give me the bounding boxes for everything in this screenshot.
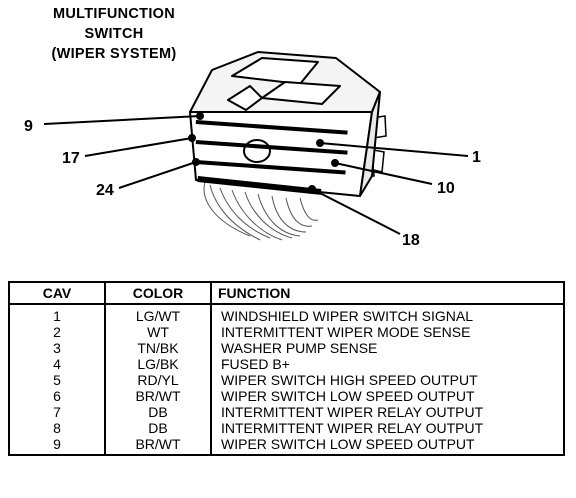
title-line-2: SWITCH [84, 26, 144, 42]
function-cell: INTERMITTENT WIPER RELAY OUTPUT [210, 404, 565, 420]
color-cell: LG/BK [104, 356, 212, 372]
wire-harness [203, 181, 319, 241]
table-row: 5 RD/YL WIPER SWITCH HIGH SPEED OUTPUT [8, 372, 565, 388]
function-cell: FUSED B+ [210, 356, 565, 372]
table-row: 9 BR/WT WIPER SWITCH LOW SPEED OUTPUT [8, 436, 565, 456]
pin-callout-18: 18 [402, 232, 420, 249]
table-row: 2 WT INTERMITTENT WIPER MODE SENSE [8, 324, 565, 340]
color-cell: WT [104, 324, 212, 340]
table-row: 1 LG/WT WINDSHIELD WIPER SWITCH SIGNAL [8, 304, 565, 324]
color-cell: DB [104, 420, 212, 436]
cav-cell: 9 [8, 436, 106, 456]
title-line-3: (WIPER SYSTEM) [51, 46, 177, 62]
column-header-cav: CAV [8, 281, 106, 305]
color-cell: DB [104, 404, 212, 420]
cavity-rows [195, 119, 348, 195]
cav-cell: 5 [8, 372, 106, 388]
table-row: 7 DB INTERMITTENT WIPER RELAY OUTPUT [8, 404, 565, 420]
cav-cell: 4 [8, 356, 106, 372]
pin-callout-10: 10 [437, 180, 455, 197]
table-row: 3 TN/BK WASHER PUMP SENSE [8, 340, 565, 356]
table-header-row: CAV COLOR FUNCTION [8, 281, 565, 305]
connector-diagram: 9 17 24 1 10 18 [24, 51, 481, 249]
pinout-table: CAV COLOR FUNCTION 1 LG/WT WINDSHIELD WI… [8, 281, 565, 456]
cav-cell: 7 [8, 404, 106, 420]
function-cell: INTERMITTENT WIPER MODE SENSE [210, 324, 565, 340]
cav-cell: 8 [8, 420, 106, 436]
function-cell: WIPER SWITCH LOW SPEED OUTPUT [210, 436, 565, 456]
function-cell: INTERMITTENT WIPER RELAY OUTPUT [210, 420, 565, 436]
column-header-color: COLOR [104, 281, 212, 305]
cav-cell: 2 [8, 324, 106, 340]
table-row: 6 BR/WT WIPER SWITCH LOW SPEED OUTPUT [8, 388, 565, 404]
table-row: 4 LG/BK FUSED B+ [8, 356, 565, 372]
color-cell: TN/BK [104, 340, 212, 356]
title-line-1: MULTIFUNCTION [52, 6, 176, 22]
pin-callout-9: 9 [24, 118, 33, 135]
cav-cell: 3 [8, 340, 106, 356]
table-row: 8 DB INTERMITTENT WIPER RELAY OUTPUT [8, 420, 565, 436]
column-header-function: FUNCTION [210, 281, 565, 305]
color-cell: BR/WT [104, 436, 212, 456]
function-cell: WINDSHIELD WIPER SWITCH SIGNAL [210, 304, 565, 324]
pin-callout-24: 24 [96, 182, 114, 199]
function-cell: WASHER PUMP SENSE [210, 340, 565, 356]
function-cell: WIPER SWITCH HIGH SPEED OUTPUT [210, 372, 565, 388]
cav-cell: 1 [8, 304, 106, 324]
leader-lines [43, 112, 469, 235]
function-cell: WIPER SWITCH LOW SPEED OUTPUT [210, 388, 565, 404]
color-cell: BR/WT [104, 388, 212, 404]
color-cell: LG/WT [104, 304, 212, 324]
cav-cell: 6 [8, 388, 106, 404]
pin-callout-17: 17 [62, 150, 80, 167]
diagram-title: MULTIFUNCTION SWITCH (WIPER SYSTEM) [14, 4, 214, 64]
color-cell: RD/YL [104, 372, 212, 388]
pin-callout-1: 1 [472, 149, 481, 166]
